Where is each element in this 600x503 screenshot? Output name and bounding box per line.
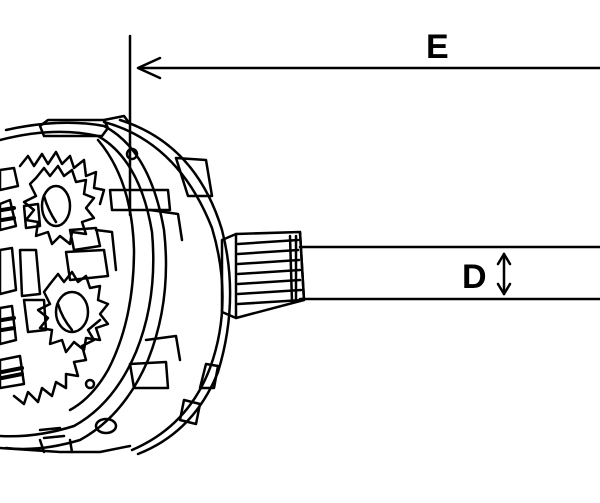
dimension-label-e: E — [426, 28, 449, 66]
planet-gear-upper — [22, 164, 96, 246]
sun-and-ring-gears — [0, 150, 118, 406]
planet-gear-lower — [36, 270, 110, 354]
splined-shaft — [220, 230, 306, 320]
dimension-d-arrow-down — [496, 282, 512, 296]
dimension-e — [128, 34, 600, 217]
dimension-label-d: D — [462, 258, 487, 296]
dimension-d-arrow-up — [496, 252, 512, 266]
dimension-d — [298, 245, 600, 301]
housing — [0, 114, 232, 456]
dimension-e-arrowhead — [136, 56, 162, 80]
